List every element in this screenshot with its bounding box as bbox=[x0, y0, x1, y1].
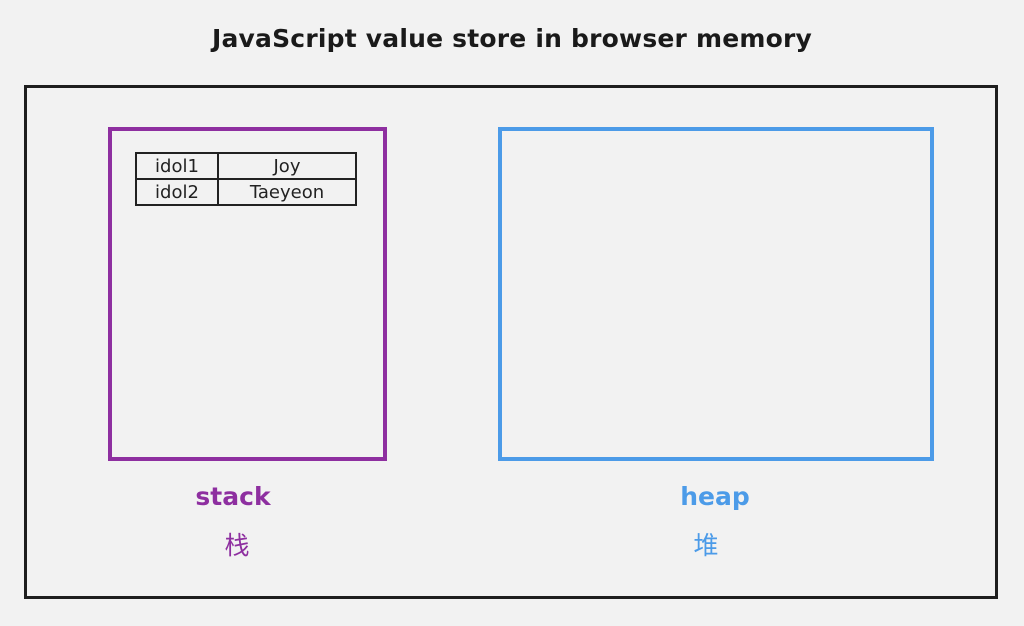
stack-label: stack bbox=[195, 482, 271, 511]
heap-region bbox=[498, 127, 934, 461]
variable-value: Joy bbox=[217, 152, 357, 180]
stack-variable-table: idol1 Joy idol2 Taeyeon bbox=[135, 152, 357, 206]
table-row: idol2 Taeyeon bbox=[135, 178, 357, 206]
table-row: idol1 Joy bbox=[135, 152, 357, 180]
heap-label: heap bbox=[680, 482, 750, 511]
stack-region bbox=[108, 127, 387, 461]
heap-label-zh: 堆 bbox=[693, 531, 719, 560]
browser-memory-frame bbox=[24, 85, 998, 599]
stack-label-zh: 栈 bbox=[224, 531, 250, 560]
variable-name: idol1 bbox=[135, 152, 219, 180]
variable-value: Taeyeon bbox=[217, 178, 357, 206]
variable-name: idol2 bbox=[135, 178, 219, 206]
diagram-title: JavaScript value store in browser memory bbox=[211, 24, 813, 53]
